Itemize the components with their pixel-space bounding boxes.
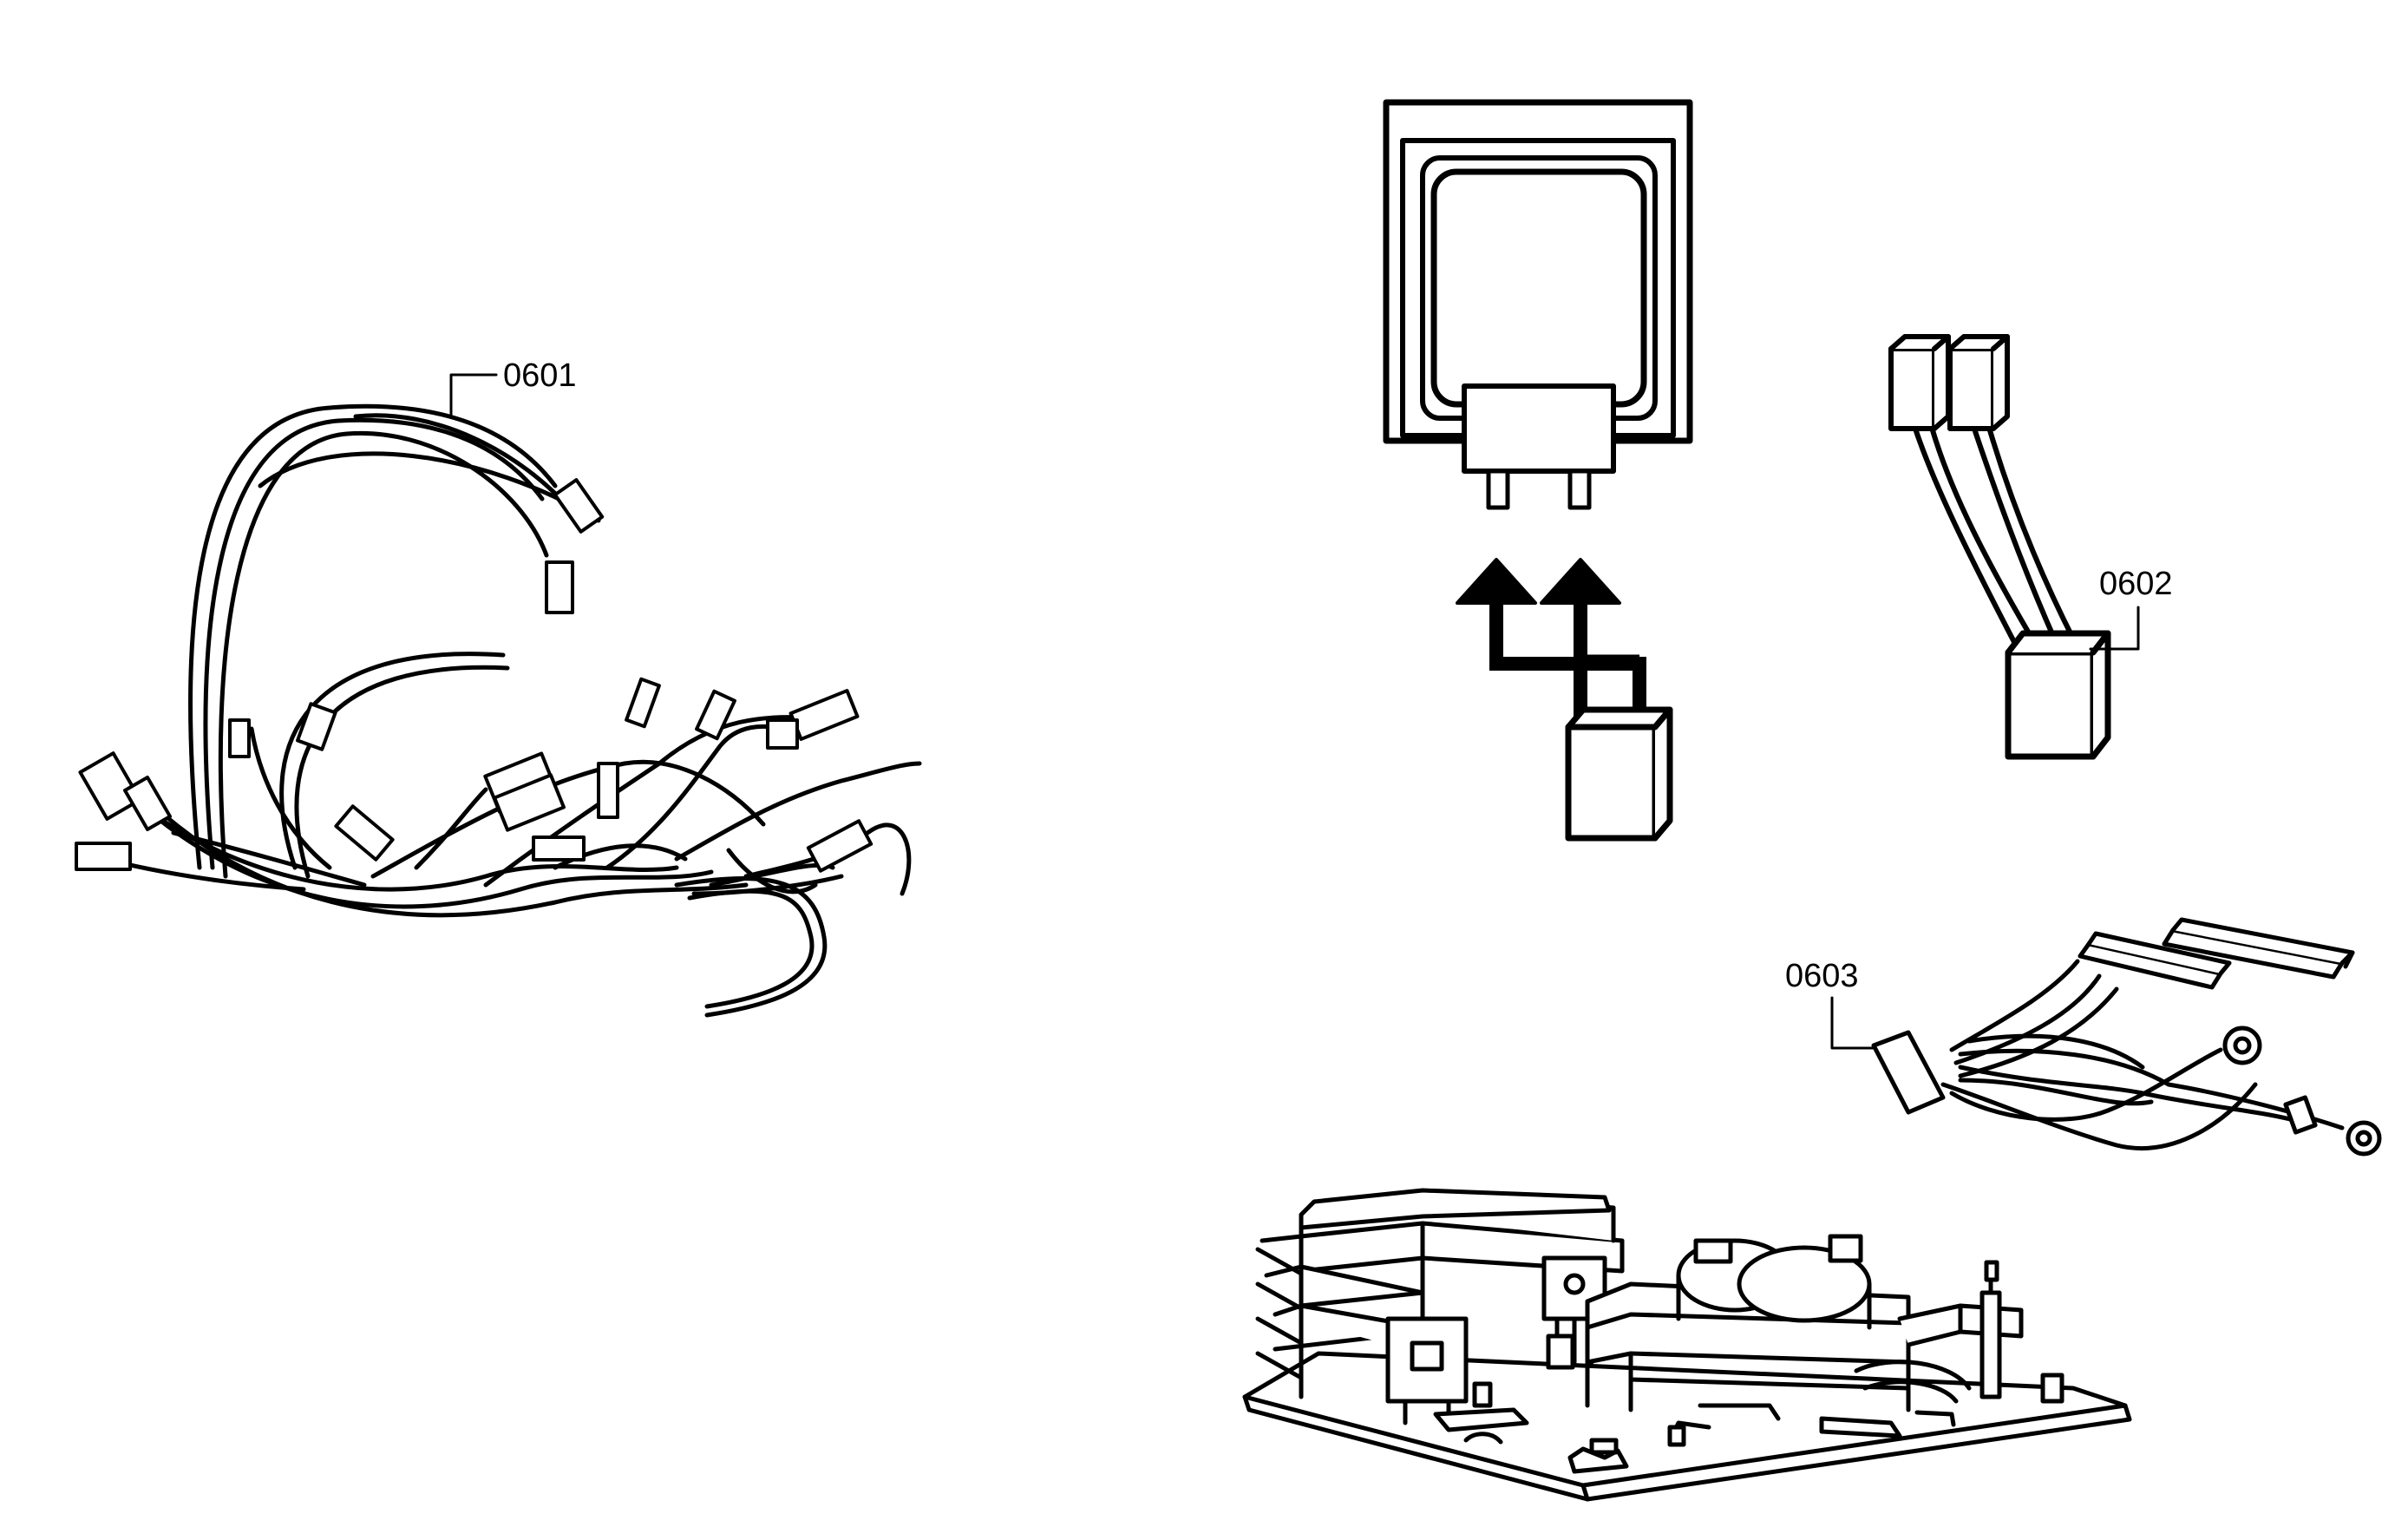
circuit-board	[1242, 1188, 2132, 1502]
connector-pair-0602	[1888, 334, 2140, 760]
part-label-0603: 0603	[1785, 958, 1859, 994]
part-label-0601: 0601	[503, 357, 577, 394]
part-label-0602: 0602	[2099, 566, 2173, 602]
small-harness-0603	[1830, 917, 2382, 1157]
wiring-harness-0601	[75, 373, 922, 1018]
transformer-unit	[1383, 99, 1693, 842]
